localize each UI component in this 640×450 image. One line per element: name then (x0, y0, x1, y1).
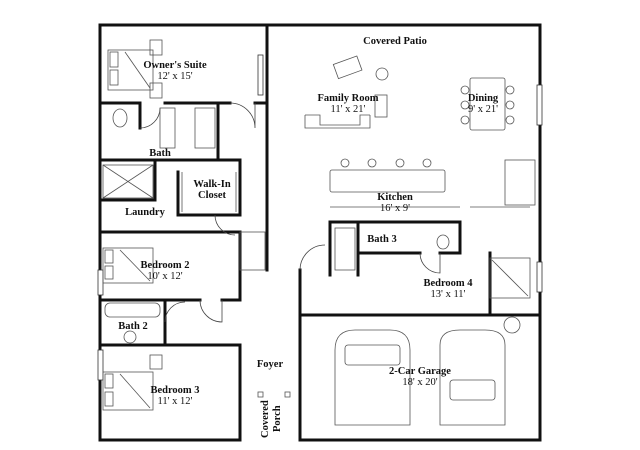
label-dining: Dining (468, 93, 499, 104)
dims-owners-suite: 12' x 15' (157, 71, 192, 82)
label-bath: Bath (149, 148, 171, 159)
label-bath-3: Bath 3 (367, 234, 396, 245)
label-bedroom-2: Bedroom 2 (140, 260, 189, 271)
label-owners-suite: Owner's Suite (143, 60, 207, 71)
dims-bedroom-3: 11' x 12' (158, 396, 193, 407)
label-porch: Porch (272, 405, 283, 432)
doors (139, 102, 441, 323)
dims-family-room: 11' x 21' (331, 104, 366, 115)
label-garage: 2-Car Garage (389, 366, 451, 377)
fixtures (102, 39, 536, 426)
dims-kitchen: 16' x 9' (380, 203, 410, 214)
dims-bedroom-2: 10' x 12' (147, 271, 182, 282)
label-covered: Covered (260, 400, 271, 438)
label-laundry: Laundry (125, 207, 165, 218)
windows (97, 54, 543, 381)
label-kitchen: Kitchen (377, 192, 413, 203)
interior-walls (98, 101, 542, 347)
label-walk-in: Walk-In (193, 179, 231, 190)
dims-dining: 9' x 21' (468, 104, 498, 115)
label-bedroom-3: Bedroom 3 (150, 385, 199, 396)
dims-bedroom-4: 13' x 11' (431, 289, 466, 300)
label-family-room: Family Room (318, 93, 379, 104)
label-bath-2: Bath 2 (118, 321, 147, 332)
label-foyer: Foyer (257, 359, 284, 370)
label-closet: Closet (198, 190, 226, 201)
dims-garage: 18' x 20' (402, 377, 437, 388)
label-bedroom-4: Bedroom 4 (423, 278, 473, 289)
label-covered-patio: Covered Patio (363, 36, 427, 47)
